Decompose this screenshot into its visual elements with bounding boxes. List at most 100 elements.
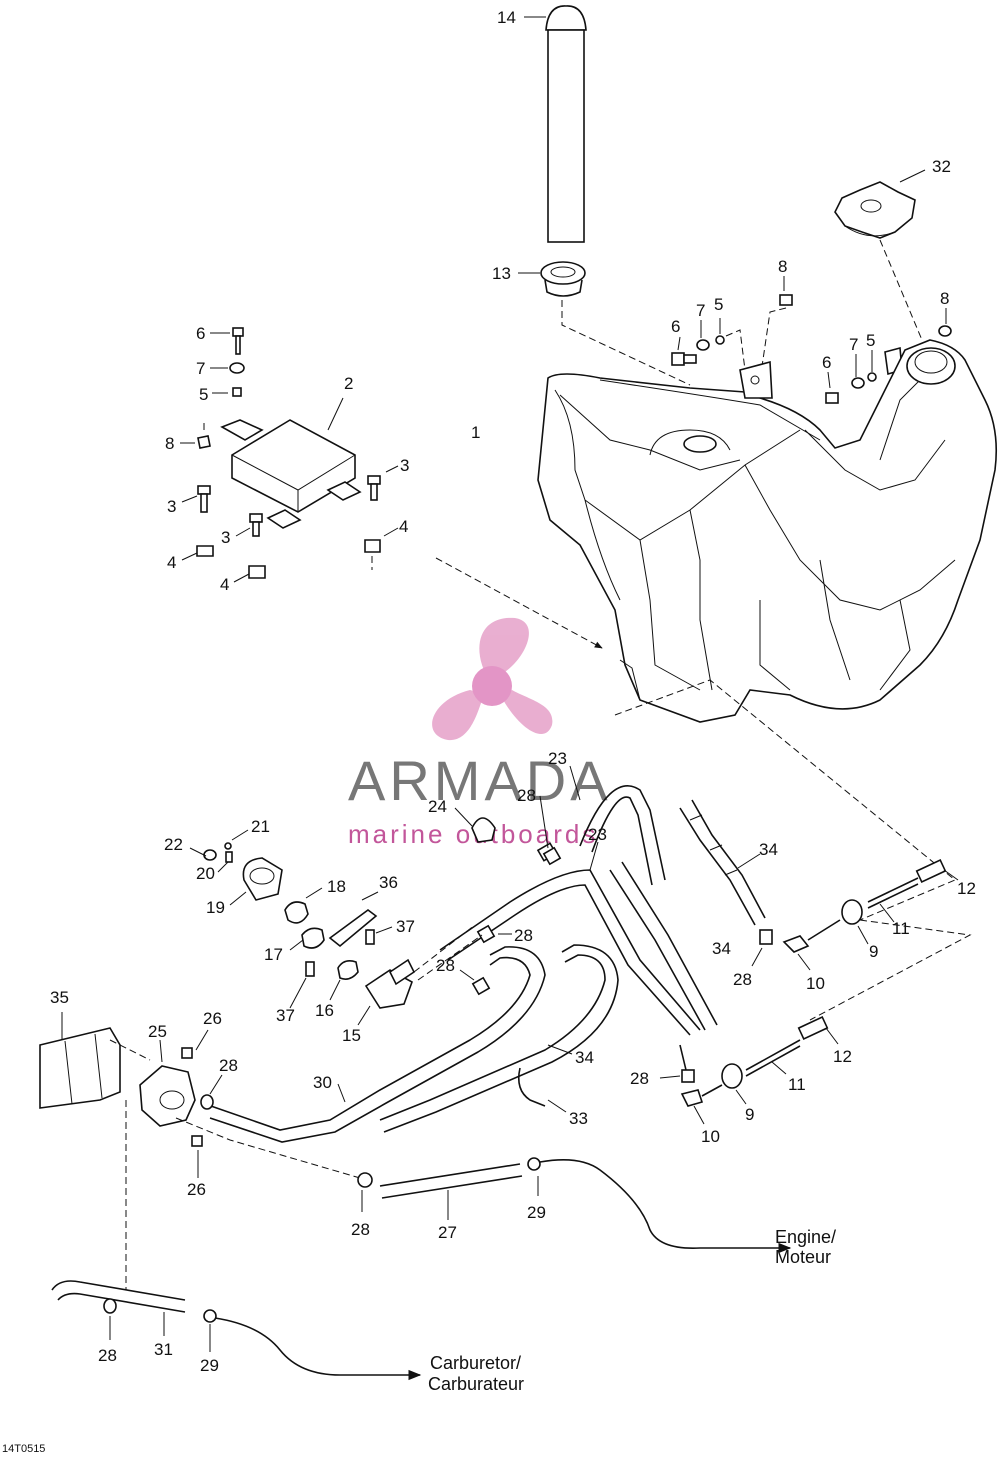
callout-8: 8 — [940, 289, 949, 308]
callout-11: 11 — [788, 1075, 806, 1094]
callout-35: 35 — [50, 988, 69, 1007]
grommet — [518, 261, 691, 386]
watermark-tagline: marine outboards — [348, 819, 598, 849]
callout-3: 3 — [167, 497, 176, 516]
engine-destination-line1: Engine/ — [775, 1227, 836, 1247]
callout-17: 17 — [264, 945, 283, 964]
fuel-tank — [537, 339, 998, 723]
callout-28: 28 — [517, 786, 536, 805]
callout-11: 11 — [892, 919, 910, 938]
callout-6: 6 — [671, 317, 680, 336]
callout-22: 22 — [164, 835, 183, 854]
callout-37: 37 — [276, 1006, 295, 1025]
callout-34: 34 — [712, 939, 731, 958]
callout-25: 25 — [148, 1022, 167, 1041]
fuel-filter — [125, 1029, 361, 1290]
callout-12: 12 — [957, 879, 976, 898]
callout-10: 10 — [806, 974, 825, 993]
carburetor-destination-line1: Carburetor/ — [430, 1353, 521, 1373]
callout-4: 4 — [167, 553, 176, 572]
callout-37: 37 — [396, 917, 415, 936]
fuel-hose-30 — [207, 946, 546, 1143]
carburetor-destination-line2: Carburateur — [428, 1374, 524, 1394]
callout-34: 34 — [759, 840, 778, 859]
callout-19: 19 — [206, 898, 225, 917]
hose-clamps-mid — [459, 795, 562, 996]
callout-28: 28 — [733, 970, 752, 989]
callout-28: 28 — [98, 1346, 117, 1365]
callout-8: 8 — [778, 257, 787, 276]
carburetor-feed-hose — [51, 1280, 422, 1381]
callout-4: 4 — [220, 575, 229, 594]
callout-29: 29 — [200, 1356, 219, 1375]
callout-31: 31 — [154, 1340, 173, 1359]
callout-5: 5 — [714, 295, 723, 314]
hose-clamp — [454, 807, 496, 843]
callout-9: 9 — [869, 942, 878, 961]
callout-34: 34 — [575, 1048, 594, 1067]
callout-15: 15 — [342, 1026, 361, 1045]
callout-6: 6 — [196, 324, 205, 343]
callout-10: 10 — [701, 1127, 720, 1146]
vent-hose — [439, 841, 718, 1036]
callout-24: 24 — [428, 797, 447, 816]
callout-23: 23 — [588, 825, 607, 844]
callout-28: 28 — [514, 926, 533, 945]
filler-tube — [524, 5, 587, 243]
callout-33: 33 — [569, 1109, 588, 1128]
callout-36: 36 — [379, 873, 398, 892]
fuel-hose-34-lower — [379, 944, 619, 1133]
callout-5: 5 — [866, 331, 875, 350]
callout-26: 26 — [203, 1009, 222, 1028]
callout-16: 16 — [315, 1001, 334, 1020]
callout-28: 28 — [436, 956, 455, 975]
callout-28: 28 — [219, 1056, 238, 1075]
callout-3: 3 — [400, 456, 409, 475]
callout-7: 7 — [849, 335, 858, 354]
callout-28: 28 — [351, 1220, 370, 1239]
callout-4: 4 — [399, 517, 408, 536]
reference-code: 14T0515 — [2, 1443, 45, 1455]
callout-18: 18 — [327, 877, 346, 896]
bracket — [220, 397, 362, 529]
callout-21: 21 — [251, 817, 270, 836]
callout-29: 29 — [527, 1203, 546, 1222]
tank-outline-dash — [614, 679, 956, 921]
callout-13: 13 — [492, 264, 511, 283]
callout-8: 8 — [165, 434, 174, 453]
callout-9: 9 — [745, 1105, 754, 1124]
propeller-icon — [432, 617, 553, 741]
fitting-assembly-upper — [751, 859, 972, 1021]
filter-bracket — [39, 1012, 151, 1109]
callout-12: 12 — [833, 1047, 852, 1066]
callout-27: 27 — [438, 1223, 457, 1242]
callout-5: 5 — [199, 385, 208, 404]
callout-2: 2 — [344, 374, 353, 393]
tank-fasteners — [671, 276, 952, 404]
callout-1: 1 — [471, 423, 480, 442]
callout-32: 32 — [932, 157, 951, 176]
fuel-hose-34-upper — [679, 799, 766, 926]
callout-3: 3 — [221, 528, 230, 547]
bracket-fasteners — [180, 327, 399, 583]
callout-28: 28 — [630, 1069, 649, 1088]
fitting-assembly-lower — [659, 1016, 839, 1125]
callout-7: 7 — [196, 359, 205, 378]
valve-parts — [189, 829, 483, 1026]
fuel-cap — [834, 169, 926, 341]
callout-23: 23 — [548, 749, 567, 768]
cable-tie — [517, 1067, 567, 1113]
bracket-arrow-line — [435, 557, 603, 649]
callout-14: 14 — [497, 8, 516, 27]
watermark-brand: ARMADA — [348, 749, 612, 812]
engine-destination-line2: Moteur — [775, 1247, 831, 1267]
callout-7: 7 — [696, 301, 705, 320]
callout-30: 30 — [313, 1073, 332, 1092]
engine-feed-hose — [357, 1157, 792, 1254]
watermark: ARMADA marine outboards — [348, 617, 612, 849]
callout-26: 26 — [187, 1180, 206, 1199]
callout-labels: 14 13 32 8 7 5 6 8 7 5 6 6 7 5 8 2 1 3 3… — [50, 8, 976, 1375]
callout-20: 20 — [196, 864, 215, 883]
callout-6: 6 — [822, 353, 831, 372]
